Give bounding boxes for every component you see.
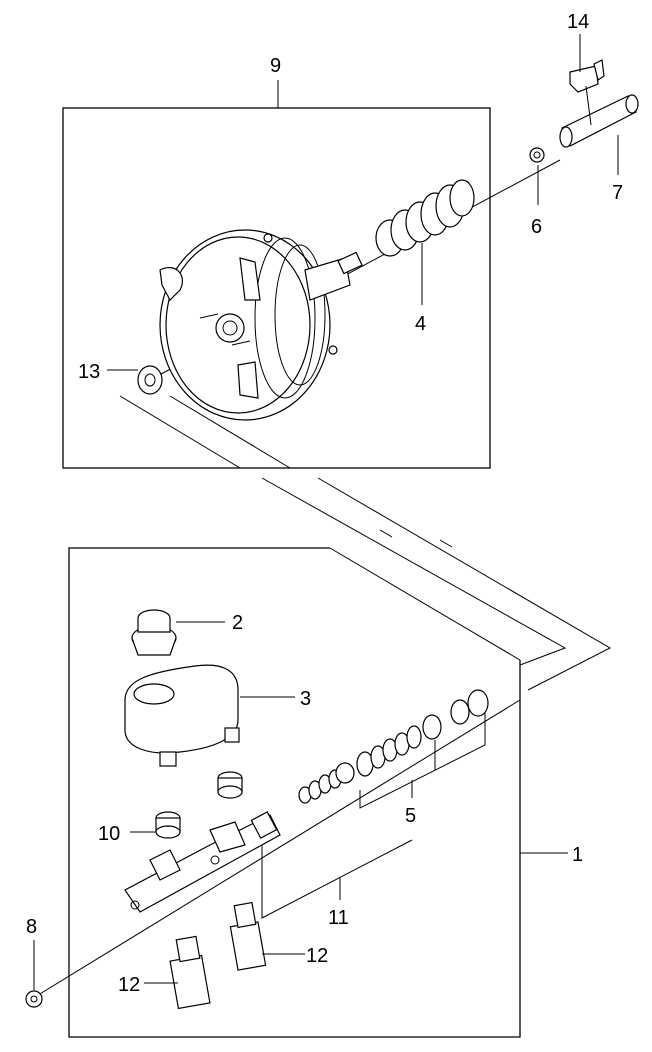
callout-9: 9 xyxy=(270,55,281,77)
callout-14: 14 xyxy=(567,11,589,33)
callout-10: 10 xyxy=(98,823,120,845)
fitting-left xyxy=(169,935,211,1010)
callout-8: 8 xyxy=(26,916,37,938)
callout-11: 11 xyxy=(328,907,349,929)
nut-part-6 xyxy=(529,147,545,163)
callout-5: 5 xyxy=(405,805,416,827)
master-cylinder-body xyxy=(124,811,281,913)
brake-booster xyxy=(159,229,363,421)
reservoir xyxy=(124,664,240,767)
nut-part-8 xyxy=(25,990,43,1008)
booster-assembly-frame xyxy=(62,107,491,469)
grommet-left xyxy=(155,811,181,839)
callout-12-right: 12 xyxy=(306,945,328,967)
callout-1: 1 xyxy=(572,844,583,866)
fitting-right xyxy=(229,901,267,971)
grommet-right xyxy=(217,771,243,799)
callout-3: 3 xyxy=(300,688,311,710)
piston-spring-set xyxy=(298,689,489,804)
leader-lines xyxy=(33,34,619,990)
callout-4: 4 xyxy=(415,313,426,335)
master-cylinder-assembly-frame xyxy=(68,547,521,1038)
master-cylinder-axis-line xyxy=(29,699,521,1001)
assembly-guide-lines xyxy=(119,395,612,691)
booster-spring-set xyxy=(375,179,475,257)
callout-6: 6 xyxy=(531,216,542,238)
pushrod-sleeve xyxy=(559,94,639,148)
booster-seal xyxy=(137,365,163,395)
callout-2: 2 xyxy=(232,612,243,634)
reservoir-cap xyxy=(131,609,177,656)
callout-12-left: 12 xyxy=(118,974,140,996)
callout-13: 13 xyxy=(78,361,100,383)
callout-7: 7 xyxy=(612,182,623,204)
clip-part-14 xyxy=(569,59,605,93)
